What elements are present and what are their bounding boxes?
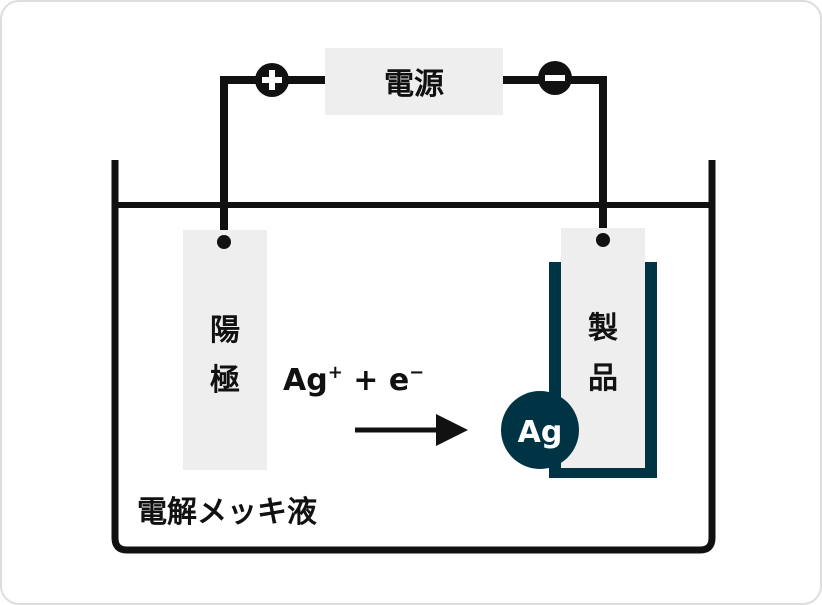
reaction-minus-sup: − xyxy=(409,362,424,383)
silver-atom-label: Ag xyxy=(518,415,563,450)
power-supply-box xyxy=(325,48,503,115)
tank xyxy=(111,160,716,554)
positive-wire xyxy=(220,76,325,242)
negative-terminal-icon xyxy=(538,61,572,95)
reaction-plus-sup: + xyxy=(328,362,343,383)
anode-connector-dot xyxy=(217,235,231,249)
positive-terminal-icon xyxy=(255,63,289,97)
reaction-text: Ag+ + e− xyxy=(283,362,424,398)
reaction-ag: Ag xyxy=(283,363,328,398)
solution-label: 電解メッキ液 xyxy=(137,495,317,530)
product-label-1: 製 xyxy=(588,311,618,346)
anode-label-1: 陽 xyxy=(210,313,240,348)
anode-plate xyxy=(183,230,267,470)
product-connector-dot xyxy=(596,233,610,247)
product-label-2: 品 xyxy=(588,361,618,396)
negative-wire xyxy=(503,76,607,240)
power-supply-label: 電源 xyxy=(384,67,444,102)
silver-atom xyxy=(501,391,579,469)
reaction-plus-e: + e xyxy=(343,363,409,398)
anode-label-2: 極 xyxy=(210,363,240,398)
arrow-right-icon xyxy=(355,414,468,446)
